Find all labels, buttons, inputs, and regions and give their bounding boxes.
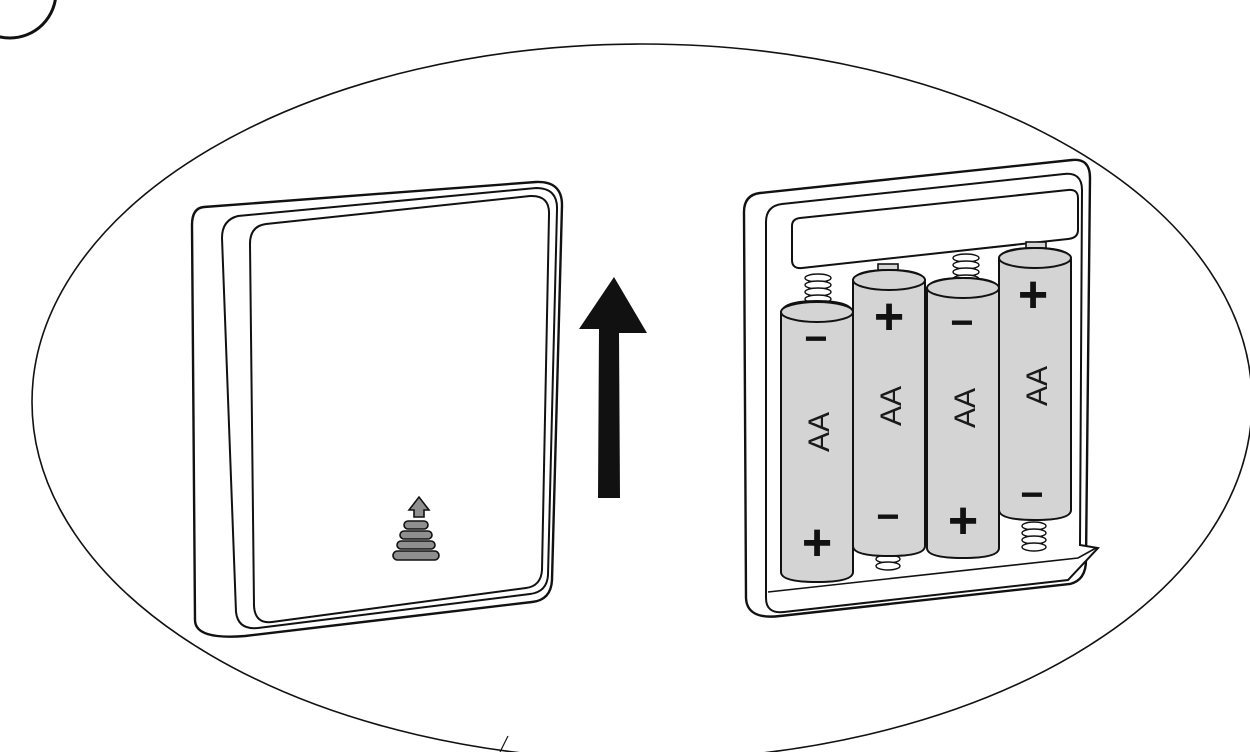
battery-3-label: AA: [949, 388, 982, 428]
battery-3-top-terminal: −: [950, 301, 973, 345]
battery-1-label: AA: [803, 412, 836, 452]
battery-4-bottom-terminal: −: [1020, 473, 1043, 517]
battery-2: + AA −: [852, 263, 926, 558]
battery-4-top-terminal: +: [1018, 266, 1048, 324]
slide-up-arrow-icon: [392, 495, 440, 561]
battery-1-bottom-terminal: +: [802, 514, 832, 572]
battery-1-top-terminal: −: [804, 317, 827, 361]
contact-springs: [804, 253, 1047, 571]
compartment-floor-edge: [767, 547, 1097, 593]
battery-4: + AA −: [998, 241, 1072, 522]
detail-ellipse: [31, 43, 1250, 752]
battery-cover: [190, 180, 564, 638]
ellipse-tick: [499, 735, 509, 752]
battery-1: − AA +: [780, 299, 854, 584]
battery-2-label: AA: [875, 386, 908, 426]
battery-3: − AA +: [926, 276, 1000, 560]
battery-compartment: − AA + + AA − − AA + + AA −: [742, 158, 1101, 618]
compartment-top-bar: [791, 188, 1079, 270]
up-arrow-icon: [579, 277, 647, 498]
battery-2-bottom-terminal: −: [876, 495, 899, 539]
cover-face: [248, 194, 551, 624]
battery-3-bottom-terminal: +: [948, 492, 978, 550]
battery-4-label: AA: [1021, 366, 1054, 406]
step-badge: [0, 0, 57, 40]
battery-2-top-terminal: +: [874, 288, 904, 346]
